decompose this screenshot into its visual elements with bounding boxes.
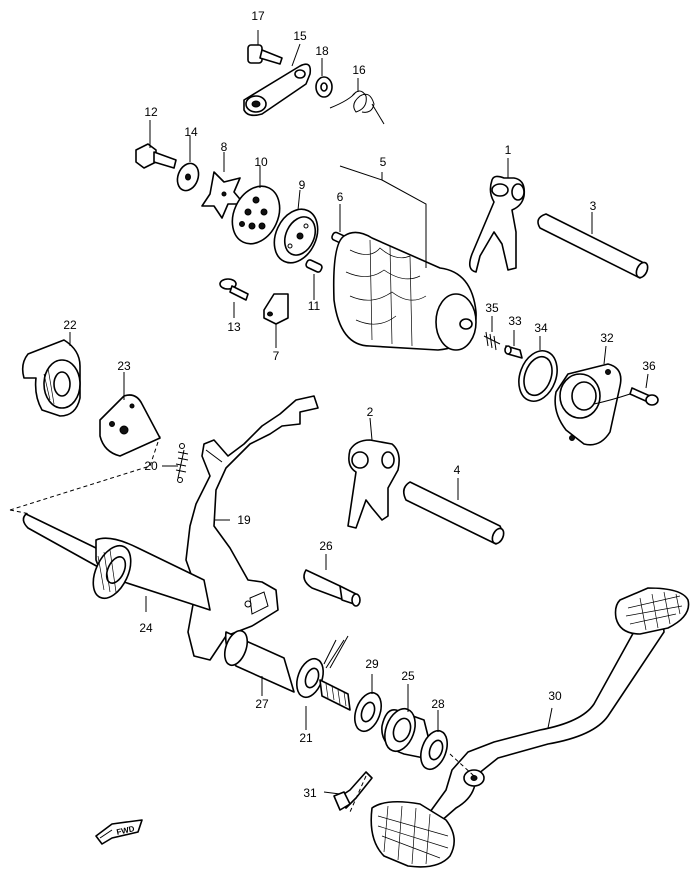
fwd-direction-badge: FWD xyxy=(95,819,143,845)
callout-2: 2 xyxy=(367,405,374,419)
part-2-shift-fork xyxy=(347,439,400,529)
part-19-gearshift-arm xyxy=(185,395,319,661)
part-10-cam-plate xyxy=(231,185,281,245)
callout-30: 30 xyxy=(548,689,562,703)
leader-lines xyxy=(9,30,649,813)
callout-14: 14 xyxy=(184,125,198,139)
callout-5: 5 xyxy=(380,155,387,169)
part-24-gearshift-shaft xyxy=(22,513,211,611)
part-4-fork-shaft xyxy=(402,481,505,545)
callout-24: 24 xyxy=(139,621,153,635)
part-15-cam-plate xyxy=(243,63,312,117)
part-30-gearshift-pedal xyxy=(370,587,690,868)
callout-3: 3 xyxy=(590,199,597,213)
part-21-spline-end xyxy=(319,679,351,711)
part-20-spring xyxy=(175,443,189,483)
part-32-gear-position-switch xyxy=(554,363,631,446)
part-21-seal xyxy=(296,635,349,699)
callout-29: 29 xyxy=(365,657,379,671)
callout-27: 27 xyxy=(255,697,269,711)
part-25-bearing xyxy=(381,707,435,761)
callout-32: 32 xyxy=(600,331,614,345)
callout-15: 15 xyxy=(293,29,307,43)
callout-35: 35 xyxy=(485,301,499,315)
part-17-bolt xyxy=(247,44,283,65)
part-7-stopper xyxy=(263,293,289,325)
part-33-pin xyxy=(504,345,523,359)
part-28-bearing xyxy=(420,729,448,771)
callout-18: 18 xyxy=(315,44,329,58)
part-26-bolt xyxy=(303,569,361,607)
part-35-spring xyxy=(483,331,501,351)
part-23-plate xyxy=(99,394,161,457)
part-9-gear-shift-cam xyxy=(273,208,319,264)
callout-16: 16 xyxy=(352,63,366,77)
callout-4: 4 xyxy=(454,463,461,477)
part-29-washer xyxy=(354,691,382,733)
callout-26: 26 xyxy=(319,539,333,553)
part-13-bolt xyxy=(219,278,249,301)
part-34-o-ring xyxy=(518,350,558,402)
callout-10: 10 xyxy=(254,155,268,169)
part-36-screw xyxy=(629,387,659,406)
part-11-pin xyxy=(305,259,323,273)
callout-20: 20 xyxy=(144,459,158,473)
callout-33: 33 xyxy=(508,314,522,328)
callout-36: 36 xyxy=(642,359,656,373)
callout-19: 19 xyxy=(237,513,251,527)
part-3-fork-shaft xyxy=(537,213,649,279)
callout-34: 34 xyxy=(534,321,548,335)
part-14-washer xyxy=(176,162,200,192)
part-16-spring xyxy=(329,90,385,125)
callout-11: 11 xyxy=(308,299,321,313)
fwd-label: FWD xyxy=(116,824,136,837)
part-27-shaft xyxy=(223,629,295,693)
callout-12: 12 xyxy=(144,105,158,119)
callout-25: 25 xyxy=(401,669,415,683)
callout-31: 31 xyxy=(303,786,317,800)
callout-23: 23 xyxy=(117,359,131,373)
part-31-bolt xyxy=(333,771,373,811)
callout-21: 21 xyxy=(299,731,313,745)
callout-1: 1 xyxy=(505,143,512,157)
part-1-shift-fork xyxy=(468,175,526,273)
callout-8: 8 xyxy=(221,140,228,154)
part-18-washer xyxy=(315,76,333,98)
callout-6: 6 xyxy=(337,190,344,204)
callout-9: 9 xyxy=(299,178,306,192)
callout-labels: 17 15 18 16 12 14 8 10 9 6 5 1 3 13 7 11… xyxy=(63,9,656,800)
callout-28: 28 xyxy=(431,697,445,711)
callout-22: 22 xyxy=(63,318,77,332)
callout-17: 17 xyxy=(251,9,265,23)
part-5-shift-drum xyxy=(332,231,477,351)
part-12-bolt xyxy=(135,143,177,169)
part-8-stopper-star xyxy=(201,171,245,219)
callout-13: 13 xyxy=(227,320,241,334)
callout-7: 7 xyxy=(273,349,280,363)
part-22-shaft-holder xyxy=(21,339,81,417)
